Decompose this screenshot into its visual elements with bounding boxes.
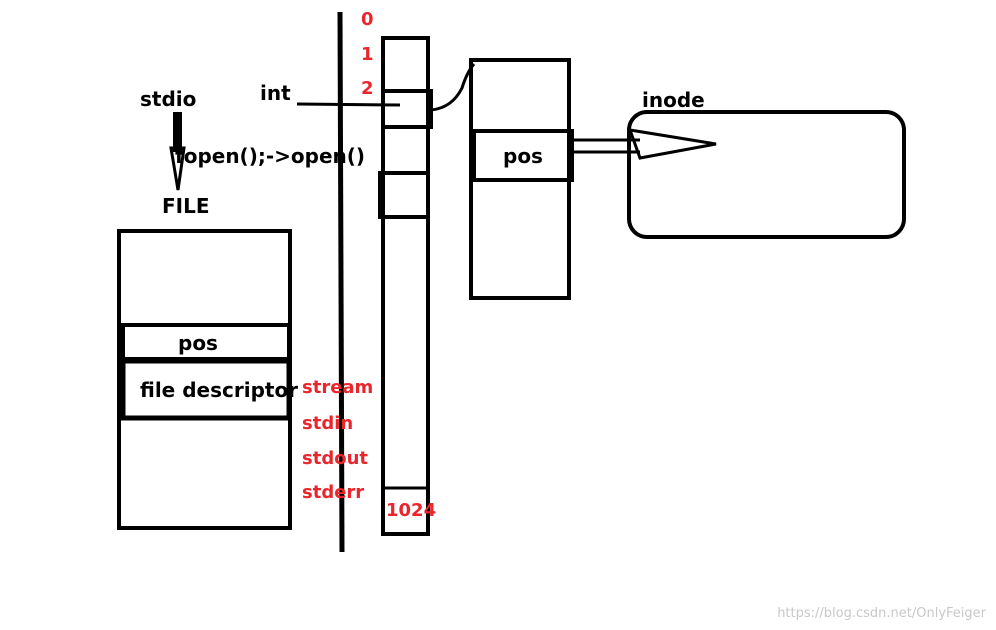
file-pos-label: pos [178, 331, 218, 355]
kernel-boundary-line [337, 11, 345, 553]
stdio-to-file-arrow [169, 112, 186, 191]
file-descriptor-field [120, 358, 292, 421]
int-label: int [260, 81, 291, 105]
fd-slot [378, 171, 430, 219]
fd-to-open-file-curve [430, 63, 476, 112]
inode-box [627, 110, 906, 239]
stream-label-stdin: stdin [302, 413, 353, 434]
fd-table-column [381, 36, 430, 536]
stdio-label: stdio [140, 87, 196, 111]
inode-label: inode [642, 88, 705, 112]
fd-table-size-label: 1024 [386, 500, 436, 521]
fopen-call-label: fopen();->open() [175, 144, 365, 168]
open-file-table [469, 58, 574, 300]
fd-table [378, 36, 433, 536]
file-descriptor-label: file descriptor [140, 378, 298, 402]
file-type-label: FILE [162, 194, 210, 218]
file-struct-box [117, 229, 292, 530]
fd-slot-2 [381, 89, 433, 129]
stream-label-stdout: stdout [302, 448, 368, 469]
watermark-text: https://blog.csdn.net/OnlyFeiger [777, 606, 986, 621]
pos-to-inode-arrow [572, 128, 717, 160]
stream-label-stderr: stderr [302, 482, 364, 503]
stream-label-stream: stream [302, 377, 373, 398]
fd-index-2: 2 [361, 78, 374, 99]
table-pos-field [472, 129, 574, 182]
fd-index-1: 1 [361, 44, 374, 65]
table-pos-label: pos [503, 144, 543, 168]
fd-index-0: 0 [361, 9, 374, 30]
